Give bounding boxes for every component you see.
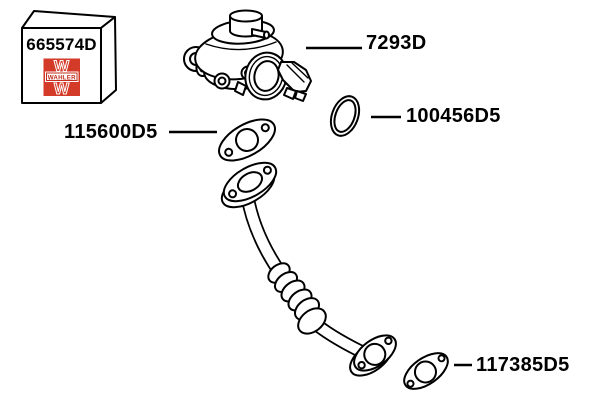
logo-monogram-bottom: W — [54, 81, 70, 98]
valve-gasket-drawing — [218, 118, 276, 162]
leader-lines — [169, 46, 472, 367]
pipe-gasket-bolt-hole-1 — [406, 379, 415, 388]
box-top-face — [21, 10, 116, 29]
part-label-o-ring: 100456D5 — [406, 105, 501, 127]
pipe-gasket-bolt-hole-2 — [437, 354, 446, 363]
wahler-logo: W W WAHLER — [43, 58, 80, 99]
valve-bracket-tab — [234, 81, 247, 96]
pipe-gasket-port — [413, 360, 437, 384]
egr-valve-drawing — [183, 9, 312, 102]
package-part-number: 665574D — [26, 35, 97, 54]
valve-lug-left-hole — [217, 76, 227, 86]
pipe-gasket-drawing — [403, 352, 449, 390]
part-label-valve-gasket: 115600D5 — [64, 121, 158, 143]
logo-wordmark: WAHLER — [48, 75, 76, 82]
valve-outlet-bore — [253, 60, 280, 92]
valve-gasket-bolt-hole-2 — [260, 123, 270, 133]
valve-body-seam — [205, 41, 277, 51]
flange-lower-port — [363, 342, 387, 366]
valve-gasket-bolt-hole-1 — [224, 147, 234, 157]
flange-lower-bolt-hole-2 — [384, 336, 393, 346]
flange-lower-bolt-hole-1 — [357, 360, 366, 370]
logo-band — [45, 71, 79, 82]
valve-connector-pin-2 — [294, 90, 307, 102]
o-ring-drawing — [329, 95, 361, 137]
valve-connector — [277, 61, 312, 93]
flange-upper-bolt-hole-1 — [228, 189, 238, 199]
flange-upper-bolt-hole-2 — [262, 165, 272, 175]
valve-gasket-port — [235, 128, 259, 152]
valve-connector-pin-1 — [283, 87, 297, 100]
part-label-egr-valve: 7293D — [366, 32, 427, 54]
logo-band-border — [46, 72, 78, 81]
egr-pipe-drawing — [220, 161, 397, 377]
box-right-face — [100, 16, 117, 104]
valve-nipple-tip — [263, 30, 270, 40]
bellows-collar — [297, 307, 327, 335]
pipe-flange-upper — [220, 161, 278, 209]
pipe-flange-lower — [349, 334, 397, 377]
o-ring-inner — [333, 99, 357, 133]
package-box-drawing: W W WAHLER — [21, 10, 117, 104]
valve-connector-ridges — [286, 62, 309, 83]
valve-cap-top — [229, 9, 263, 23]
part-label-pipe-gasket: 117385D5 — [476, 354, 570, 376]
flange-upper-port — [236, 171, 264, 193]
